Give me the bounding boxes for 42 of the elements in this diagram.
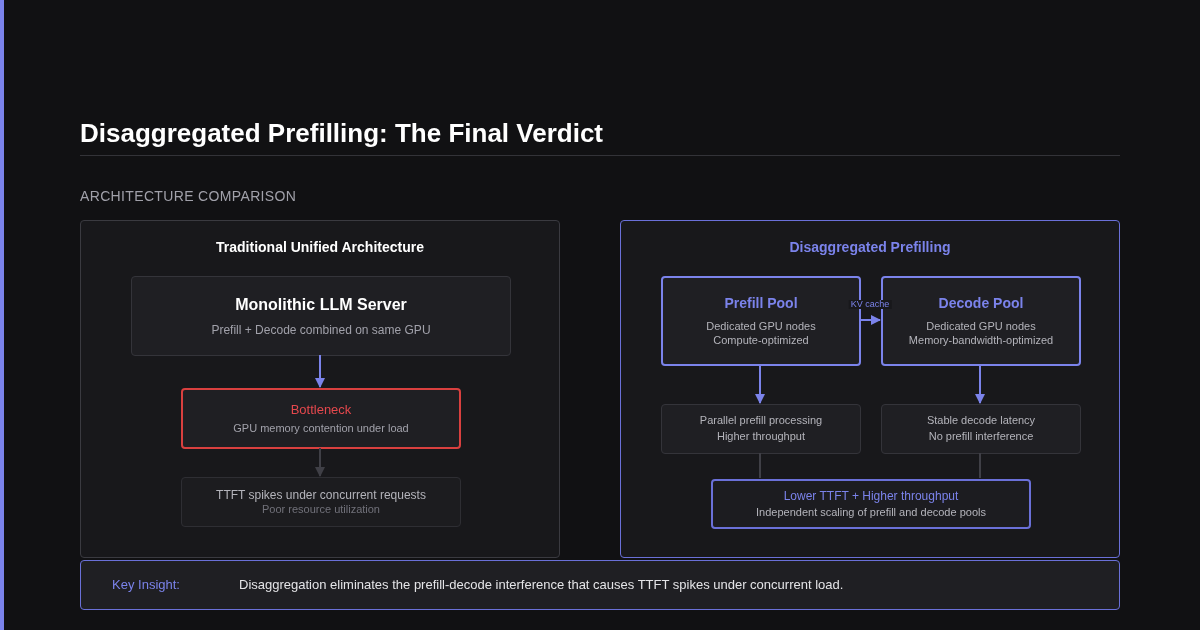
connector-line <box>759 452 761 479</box>
edge-label: KV cache <box>848 300 892 309</box>
box-text: No prefill interference <box>928 430 1034 444</box>
box-text: Compute-optimized <box>713 333 809 348</box>
box-text: Dedicated GPU nodes <box>926 320 1036 334</box>
process-box <box>181 477 461 527</box>
process-box <box>131 276 511 356</box>
box-text: Dedicated GPU nodes <box>706 320 816 334</box>
box-title: Stable decode latency <box>926 414 1036 428</box>
panel-heading: Disaggregated Prefilling <box>788 239 952 257</box>
process-box <box>711 479 1031 529</box>
box-title: TTFT spikes under concurrent requests <box>216 487 426 503</box>
arrow <box>975 364 985 404</box>
box-text: Independent scaling of prefill and decode pools <box>756 505 986 520</box>
insight-text: Disaggregation eliminates the prefill-decode interference that causes TTFT spikes under concurrent load. <box>239 576 844 594</box>
box-text: GPU memory contention under load <box>233 421 409 436</box>
insight-label: Key Insight: <box>111 576 181 594</box>
panel <box>620 220 1120 558</box>
arrow <box>315 354 325 388</box>
arrow <box>755 364 765 404</box>
process-box <box>181 388 461 449</box>
box-title: Bottleneck <box>290 401 352 418</box>
process-box <box>661 404 861 454</box>
panel-heading: Traditional Unified Architecture <box>215 239 425 257</box>
process-box <box>661 276 861 366</box>
box-text: Higher throughput <box>716 430 806 444</box>
arrow <box>859 315 881 325</box>
box-text: Prefill + Decode combined on same GPU <box>211 322 431 338</box>
box-text: Memory-bandwidth-optimized <box>908 333 1054 348</box>
box-title: Decode Pool <box>938 294 1024 312</box>
connector-line <box>979 452 981 479</box>
insight-box <box>80 560 1120 610</box>
arrow <box>315 447 325 477</box>
box-text: Poor resource utilization <box>262 502 380 517</box>
box-title: Lower TTFT + Higher throughput <box>783 488 959 504</box>
box-title: Prefill Pool <box>724 294 798 312</box>
panel <box>80 220 560 558</box>
section-label: ARCHITECTURE COMPARISON <box>80 187 297 206</box>
process-box <box>881 404 1081 454</box>
box-title: Parallel prefill processing <box>699 414 823 428</box>
box-title: Monolithic LLM Server <box>235 294 407 315</box>
page-title: Disaggregated Prefilling: The Final Verdict <box>80 117 603 150</box>
